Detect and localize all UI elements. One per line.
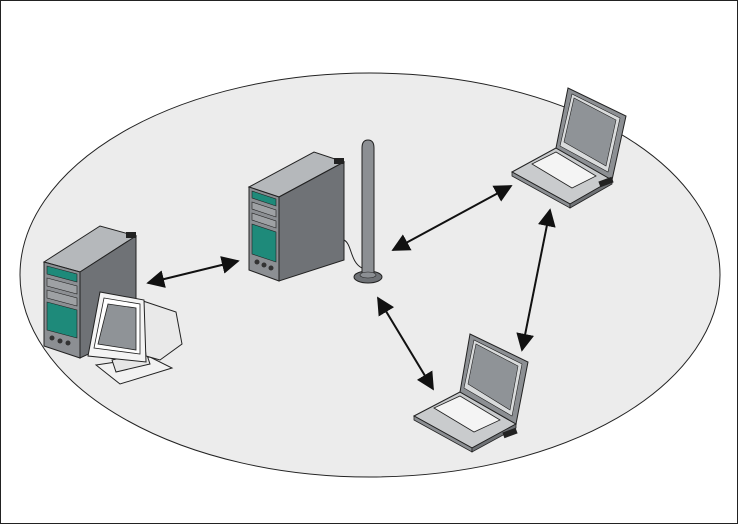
diagram-canvas — [0, 0, 738, 524]
network-diagram — [0, 0, 738, 524]
